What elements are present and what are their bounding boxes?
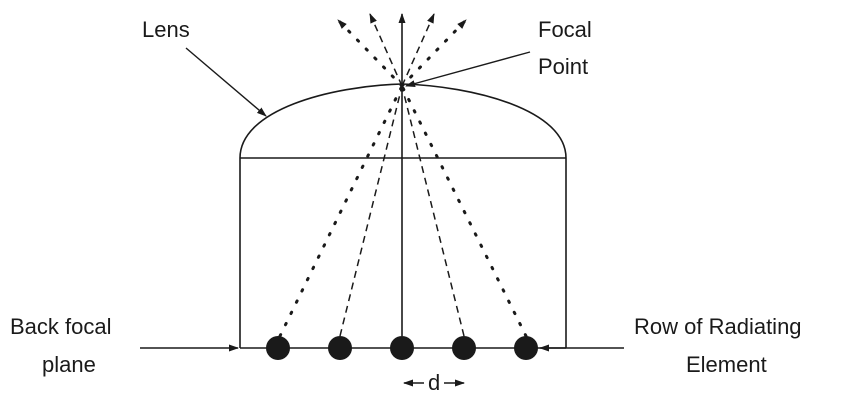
label-spacing-d: d xyxy=(428,370,440,395)
ray-dotted-left-lower xyxy=(278,84,404,338)
radiating-element xyxy=(266,336,290,360)
radiating-element xyxy=(514,336,538,360)
ray-dashed-right-upper xyxy=(401,13,435,87)
ray-dashed-left-lower xyxy=(339,85,403,337)
ray-dashed-right-lower xyxy=(401,85,465,337)
label-row-line2: Element xyxy=(686,352,767,377)
label-focal-line1: Focal xyxy=(538,17,592,42)
leader-lens xyxy=(185,47,267,117)
label-lens: Lens xyxy=(142,17,190,42)
radiating-element xyxy=(452,336,476,360)
leader-focal-point xyxy=(405,51,531,87)
ray-dotted-right-lower xyxy=(400,84,528,338)
ray-dotted-right-upper xyxy=(400,18,468,88)
lens-dome xyxy=(239,83,567,159)
label-row-line1: Row of Radiating xyxy=(634,314,802,339)
ray-dashed-left-upper xyxy=(369,13,403,87)
label-focal-line2: Point xyxy=(538,54,588,79)
label-back-focal-line2: plane xyxy=(42,352,96,377)
radiating-element xyxy=(390,336,414,360)
label-back-focal-line1: Back focal xyxy=(10,314,112,339)
ray-dotted-left-upper xyxy=(336,18,404,88)
radiating-element xyxy=(328,336,352,360)
